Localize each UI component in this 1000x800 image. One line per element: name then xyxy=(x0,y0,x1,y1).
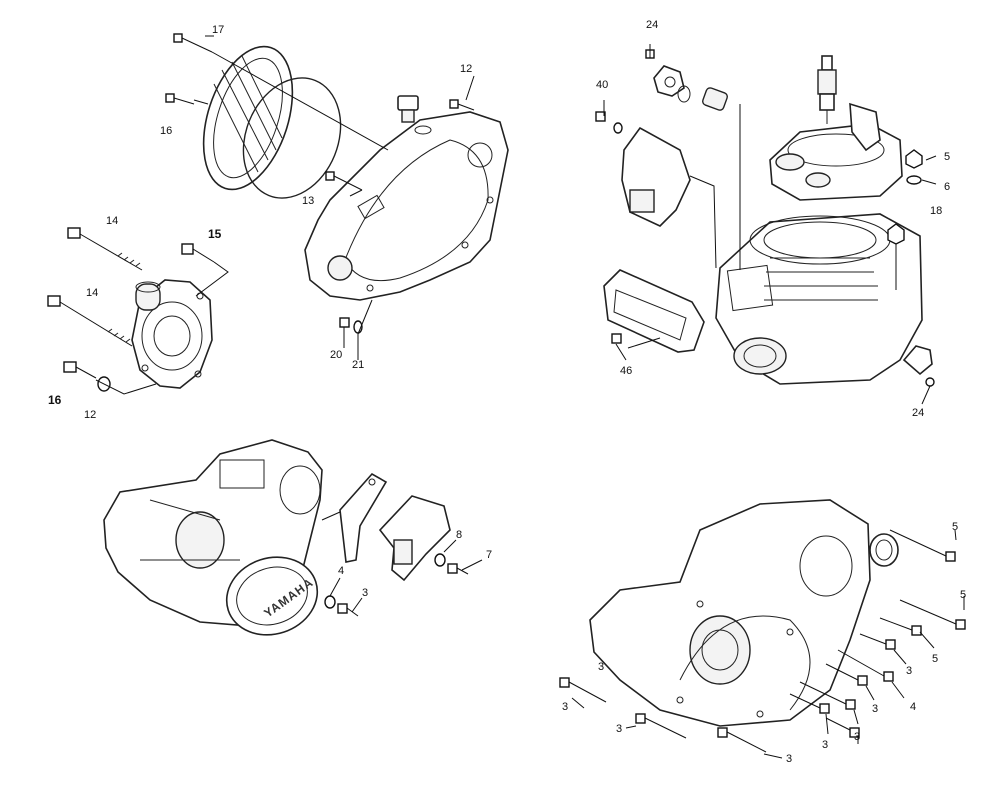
callout-16: 16 xyxy=(160,125,172,137)
nut-5 xyxy=(905,149,923,169)
callout-14-lower: 14 xyxy=(86,287,98,299)
callout-5a: 5 xyxy=(952,521,958,533)
callout-3-ign: 3 xyxy=(362,587,368,599)
crankcase-panel: 5 5 5 3 4 3 3 3 3 3 3 3 xyxy=(559,499,966,765)
crankcase-cover xyxy=(304,111,509,301)
bolt-17 xyxy=(173,33,213,53)
callout-5b: 5 xyxy=(960,589,966,601)
bolt-14-lower xyxy=(47,295,133,347)
callout-3d: 3 xyxy=(822,739,828,751)
washer-40 xyxy=(613,122,623,134)
callout-3g: 3 xyxy=(616,723,622,735)
outer-cover xyxy=(202,45,294,191)
bolt-15 xyxy=(181,243,215,263)
washer-6 xyxy=(906,175,922,185)
callout-12-pump: 12 xyxy=(84,409,96,421)
callout-20: 20 xyxy=(330,349,342,361)
clutch-cover-panel: 17 16 12 13 20 21 xyxy=(160,24,509,371)
bolt-16 xyxy=(165,93,195,105)
callout-3h: 3 xyxy=(598,661,604,673)
callout-16-pump: 16 xyxy=(48,393,62,407)
spark-plug xyxy=(817,55,837,124)
callout-24-top: 24 xyxy=(646,19,658,31)
washer-4 xyxy=(324,595,336,609)
water-pump-housing xyxy=(131,279,213,389)
callout-14-upper: 14 xyxy=(106,215,118,227)
bolt-13 xyxy=(325,171,363,191)
callout-3b: 3 xyxy=(872,703,878,715)
ignition-side-panel: YAMAHA 8 7 4 3 xyxy=(103,439,492,636)
callout-6: 6 xyxy=(944,181,950,193)
sprocket-cover xyxy=(378,495,451,582)
callout-12: 12 xyxy=(460,63,472,75)
crankcase-half xyxy=(589,499,871,727)
callout-21: 21 xyxy=(352,359,364,371)
crankcase-bolts-left xyxy=(559,677,767,753)
bolt-3-ign xyxy=(337,603,359,617)
bolt-7 xyxy=(447,563,469,575)
chain-guide-bracket xyxy=(339,472,388,563)
actuator-bottom xyxy=(902,345,935,387)
water-pump-panel: 14 15 14 16 12 xyxy=(47,215,229,421)
callout-3c: 3 xyxy=(854,731,860,743)
nut-18 xyxy=(887,223,905,245)
bolt-12 xyxy=(449,99,475,111)
bolt-40 xyxy=(595,111,606,122)
callout-7: 7 xyxy=(486,549,492,561)
callout-3e: 3 xyxy=(786,753,792,765)
cover-gasket xyxy=(242,77,342,199)
callout-24-bottom: 24 xyxy=(912,407,924,419)
cylinder-head xyxy=(769,102,903,201)
callout-13: 13 xyxy=(302,195,314,207)
actuator-top xyxy=(653,65,728,111)
callout-5c: 5 xyxy=(932,653,938,665)
oil-filler-plug xyxy=(397,95,432,135)
callout-4-ign: 4 xyxy=(338,565,344,577)
callout-8: 8 xyxy=(456,529,462,541)
bolt-46 xyxy=(611,333,622,344)
valve-cover xyxy=(621,126,691,227)
bolt-16-pump xyxy=(63,361,97,379)
cylinder-panel: 24 40 5 6 18 46 24 xyxy=(595,19,950,419)
callout-15: 15 xyxy=(208,227,222,241)
cylinder-block xyxy=(715,213,923,385)
callout-3f: 3 xyxy=(562,701,568,713)
callout-4-case: 4 xyxy=(910,701,916,713)
callout-5-cyl: 5 xyxy=(944,151,950,163)
crankcase-seal xyxy=(869,533,899,567)
bolt-14-upper xyxy=(67,227,143,271)
callout-46: 46 xyxy=(620,365,632,377)
washer-8 xyxy=(434,553,446,567)
callout-17: 17 xyxy=(212,24,224,36)
crankcase-bolts-right xyxy=(789,529,966,738)
side-cover-plate xyxy=(603,269,705,353)
ignition-cover: YAMAHA xyxy=(225,556,319,636)
callout-40: 40 xyxy=(596,79,608,91)
drain-bolt-20 xyxy=(339,317,350,328)
callout-18: 18 xyxy=(930,205,942,217)
callout-3a: 3 xyxy=(906,665,912,677)
